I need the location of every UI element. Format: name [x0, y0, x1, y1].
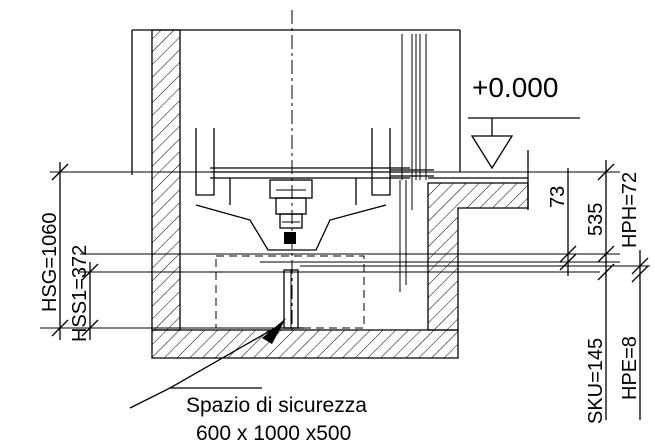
- pit-wall-right: [427, 182, 529, 331]
- dim-hpe: HPE=8: [619, 336, 641, 400]
- guide-rails: [390, 34, 434, 292]
- elevation-label: +0.000: [472, 72, 558, 103]
- shaft-outline: [131, 29, 461, 175]
- safety-space-box: [215, 255, 365, 329]
- dim-sku: SKU=145: [585, 338, 607, 424]
- dim-hss1: HSS1=372: [69, 245, 91, 342]
- elevation-marker: [468, 117, 580, 170]
- pit-wall-left: [151, 29, 181, 331]
- car-frame: [195, 128, 410, 251]
- buffer-post: [278, 269, 304, 329]
- dim-73: 73: [547, 186, 569, 208]
- safety-space-line1: Spazio di sicurezza: [186, 394, 367, 417]
- right-dimensions: [559, 160, 649, 420]
- safety-space-line2: 600 x 1000 x500: [196, 422, 351, 445]
- buffer-block: [269, 179, 313, 244]
- dim-hph: HPH=72: [619, 172, 641, 248]
- dim-hsg: HSG=1060: [39, 212, 61, 312]
- safety-space-leader: [129, 318, 286, 409]
- pit-floor: [151, 329, 459, 359]
- dim-535: 535: [585, 203, 607, 236]
- left-dimensions: [51, 162, 99, 340]
